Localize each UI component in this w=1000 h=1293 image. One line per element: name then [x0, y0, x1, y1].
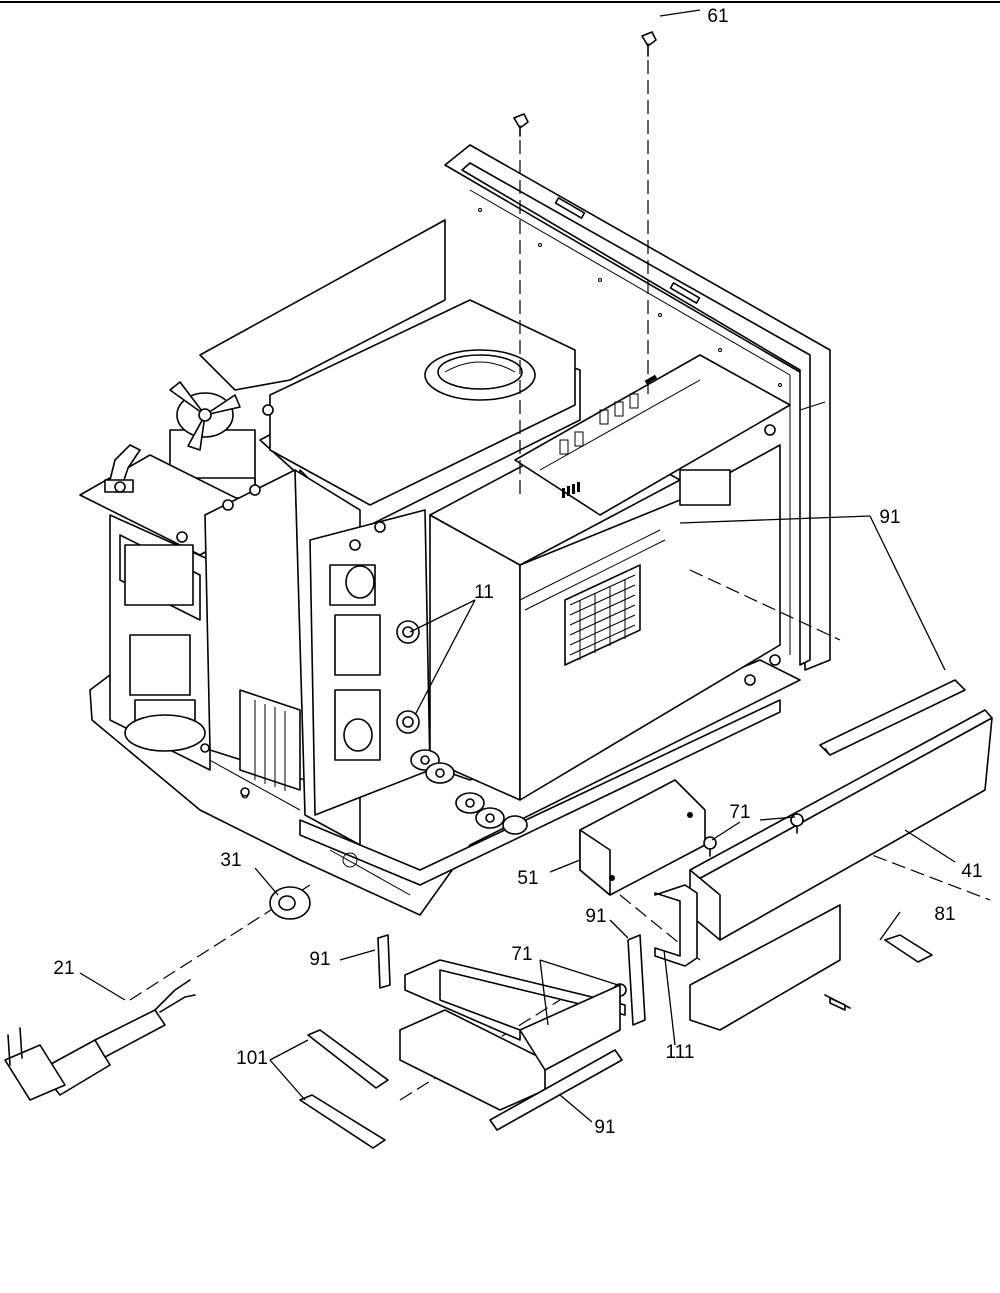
- base-tray: [399, 959, 626, 1111]
- leader-lines: [79, 9, 956, 1123]
- part-41-bracket: [689, 709, 993, 1031]
- part-31-bushing: [269, 886, 311, 920]
- callout-91-bottom: 91: [594, 1117, 615, 1138]
- callout-11: 11: [474, 582, 494, 603]
- top-screw: [513, 113, 529, 137]
- part-91-bottom-strip: [489, 1049, 623, 1131]
- callout-81: 81: [934, 904, 955, 925]
- part-101-strips: [299, 1029, 389, 1149]
- callout-31: 31: [220, 850, 241, 871]
- callout-41: 41: [961, 861, 982, 882]
- part-71-screw-lower: [703, 836, 717, 857]
- part-61-screw: [641, 31, 657, 57]
- interlock-bracket: [309, 509, 431, 816]
- transformer: [109, 514, 211, 771]
- part-81-bolt: [824, 934, 933, 1011]
- callout-91-left: 91: [309, 949, 330, 970]
- callout-111: 111: [666, 1042, 695, 1063]
- callout-71-top: 71: [729, 802, 750, 823]
- callout-51: 51: [517, 868, 538, 889]
- callout-91-right: 91: [879, 507, 900, 528]
- magnetron-housing: [269, 299, 576, 506]
- part-91-right-strip: [819, 679, 966, 756]
- callout-21: 21: [53, 958, 74, 979]
- callout-101: 101: [236, 1048, 268, 1069]
- part-91-left-block: [377, 934, 391, 989]
- callout-91-mid: 91: [585, 906, 606, 927]
- callout-61: 61: [707, 6, 728, 27]
- capacitor-row: [410, 749, 528, 835]
- cabinet-chassis: [79, 144, 831, 916]
- part-91-mid-strip: [627, 934, 646, 1026]
- callout-71-mid: 71: [511, 944, 532, 965]
- assembly-lines: [129, 60, 991, 1101]
- part-21-power-cord: [4, 979, 196, 1101]
- part-111-handle: [654, 884, 698, 967]
